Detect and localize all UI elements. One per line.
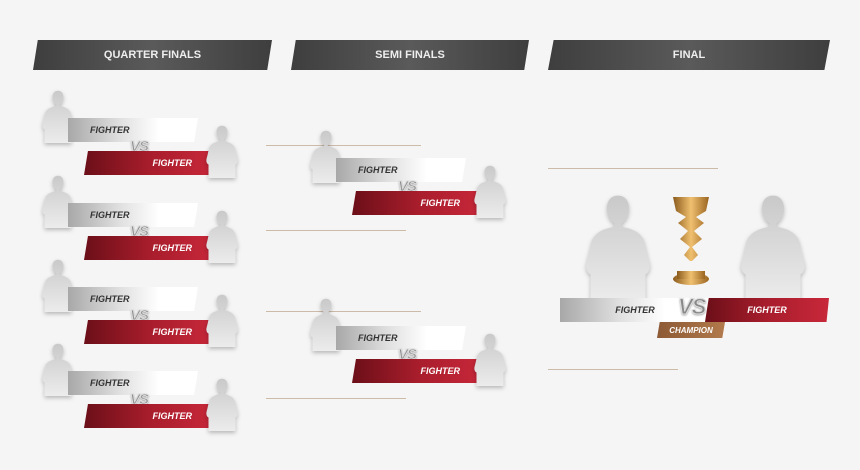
final-fighter-a[interactable]: FIGHTER [560,298,710,322]
champion-badge: CHAMPION [657,322,725,338]
fighter-a-bar[interactable]: FIGHTER [68,371,198,395]
final-header: FINAL [548,40,830,70]
fighter-a-bar[interactable]: FIGHTER [68,203,198,227]
fighter-silhouette-icon [733,192,813,302]
fighter-silhouette-icon [204,208,240,264]
connector-line [266,398,406,399]
semi-finals-header: SEMI FINALS [291,40,529,70]
quarter-finals-header: QUARTER FINALS [33,40,272,70]
fighter-b-bar[interactable]: FIGHTER [84,151,216,175]
fighter-silhouette-icon [472,331,508,387]
fighter-name: FIGHTER [615,305,655,315]
fighter-name: FIGHTER [90,210,130,220]
fighter-name: FIGHTER [152,327,193,337]
fighter-silhouette-icon [204,376,240,432]
connector-line [548,168,718,169]
match-card: FIGHTER VS FIGHTER [34,173,244,263]
fighter-name: FIGHTER [152,158,193,168]
fighter-name: FIGHTER [358,333,398,343]
vs-label: VS [677,294,706,320]
fighter-name: FIGHTER [747,305,787,315]
fighter-a-bar[interactable]: FIGHTER [336,158,466,182]
fighter-b-bar[interactable]: FIGHTER [84,404,216,428]
connector-line [266,311,421,312]
fighter-silhouette-icon [204,292,240,348]
trophy-icon [669,195,713,287]
fighter-a-bar[interactable]: FIGHTER [68,118,198,142]
match-card: FIGHTER VS FIGHTER [34,341,244,431]
fighter-name: FIGHTER [420,198,461,208]
fighter-a-bar[interactable]: FIGHTER [336,326,466,350]
fighter-b-bar[interactable]: FIGHTER [84,236,216,260]
fighter-name: FIGHTER [420,366,461,376]
fighter-silhouette-icon [204,123,240,179]
match-card: FIGHTER VS FIGHTER [34,88,244,178]
connector-line [266,145,421,146]
fighter-name: FIGHTER [152,243,193,253]
match-card: FIGHTER VS FIGHTER [302,128,512,218]
fighter-b-bar[interactable]: FIGHTER [352,359,484,383]
fighter-silhouette-icon [578,192,658,302]
connector-line [548,369,678,370]
fighter-b-bar[interactable]: FIGHTER [84,320,216,344]
match-card: FIGHTER VS FIGHTER [302,296,512,386]
final-fighter-b[interactable]: FIGHTER [705,298,829,322]
fighter-name: FIGHTER [358,165,398,175]
fighter-name: FIGHTER [90,378,130,388]
connector-line [266,230,406,231]
fighter-silhouette-icon [472,163,508,219]
fighter-name: FIGHTER [90,294,130,304]
fighter-b-bar[interactable]: FIGHTER [352,191,484,215]
fighter-name: FIGHTER [152,411,193,421]
match-card: FIGHTER VS FIGHTER [34,257,244,347]
fighter-a-bar[interactable]: FIGHTER [68,287,198,311]
fighter-name: FIGHTER [90,125,130,135]
